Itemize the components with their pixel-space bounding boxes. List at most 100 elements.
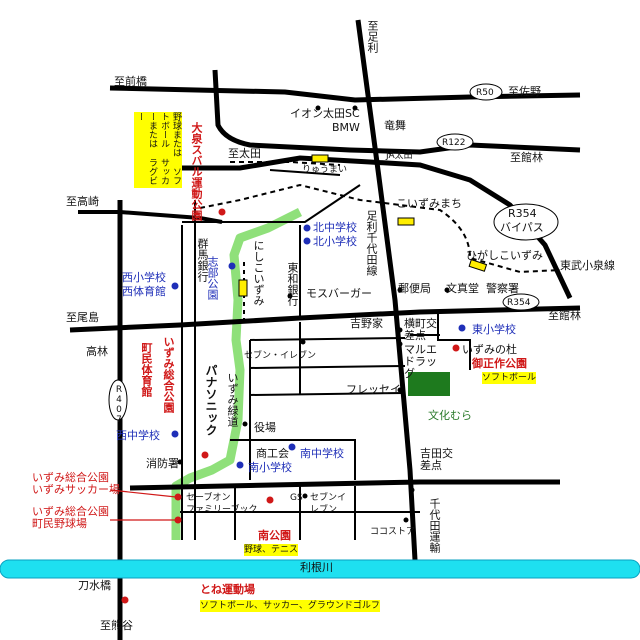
- label-to-maebashi: 至前橋: [114, 75, 147, 88]
- station-higashikoizumi: [468, 259, 488, 272]
- label-to-kumagaya: 至熊谷: [100, 619, 133, 632]
- label-nishikoizumi: にしこいずみ: [252, 240, 265, 306]
- label-koizumimachi: こいずみまち: [396, 197, 462, 210]
- thin-streets: [180, 169, 471, 540]
- label-bunkamura: 文化むら: [428, 409, 472, 422]
- label-r50: R50: [476, 88, 494, 98]
- label-seven-eleven-1: セブン・イレブン: [244, 351, 317, 361]
- label-izumi-ryokudo: いずみ緑道: [226, 372, 239, 427]
- road-north-south: [355, 19, 418, 561]
- label-bmw: BMW: [332, 121, 360, 134]
- green-path: [171, 207, 303, 540]
- r354-bypass-shield: [493, 203, 559, 241]
- label-r407: R407: [114, 385, 124, 425]
- r50-shield: [469, 83, 503, 101]
- label-to-tatebayashi-upper: 至館林: [510, 151, 543, 164]
- label-izumi-sogo-park: いずみ総合公園: [162, 336, 175, 413]
- label-izumi-soccer-1: いずみ総合公園: [32, 471, 109, 484]
- label-tone-sport: ソフトボール、サッカー、グラウンドゴルフ: [200, 600, 380, 612]
- label-yokomachi: 横町交差点: [404, 317, 437, 342]
- label-mos: モスバーガー: [306, 287, 372, 300]
- label-r354-bypass-1: R354: [508, 207, 537, 220]
- label-higashikoizumi: ひがしこいずみ: [466, 249, 543, 262]
- label-to-ota: 至太田: [228, 147, 261, 160]
- label-yakuba: 役場: [254, 421, 276, 434]
- label-ryumai: 竜舞: [384, 119, 406, 132]
- label-to-ojima: 至尾島: [66, 311, 99, 324]
- label-r354: R354: [507, 298, 531, 308]
- label-chomin-gym: 町民体育館: [140, 342, 153, 397]
- park-pointers: [109, 489, 177, 521]
- label-ryumai-station: りゅうまい: [302, 165, 348, 175]
- label-r122: R122: [442, 138, 466, 148]
- label-to-tatebayashi-lower: 至館林: [548, 309, 581, 322]
- label-oizumi-subaru-park: 大泉スバル運動公園: [190, 122, 203, 221]
- label-to-sano: 至佐野: [508, 85, 541, 98]
- label-tobu-line: 東武小泉線: [560, 259, 615, 272]
- label-yoshinoya: 吉野家: [350, 317, 383, 330]
- road-lower: [129, 479, 560, 491]
- label-minami-elementary: 南小学校: [248, 461, 292, 474]
- label-chiyoda-unyu: 千代田運輸: [428, 498, 441, 553]
- park-markers: [121, 208, 460, 604]
- label-gunma-bank: 群馬銀行: [196, 238, 209, 282]
- school-markers: [171, 224, 466, 469]
- label-police: 警察署: [486, 282, 519, 295]
- label-kita-junior-high: 北中学校: [313, 221, 357, 234]
- station-nishikoizumi: [238, 279, 248, 297]
- label-to-ashikaga: 至足利: [366, 20, 379, 53]
- river-tonegawa: [0, 559, 640, 579]
- label-to-takasaki: 至高崎: [66, 195, 99, 208]
- label-fire-station: 消防署: [146, 457, 179, 470]
- r122-shield: [436, 133, 474, 151]
- station-koizumimachi: [397, 217, 415, 226]
- place-markers: [177, 105, 450, 523]
- label-bunkyodo: 文真堂: [446, 282, 479, 295]
- label-minami-park: 南公園: [258, 529, 291, 542]
- label-r354-bypass-2: バイパス: [500, 221, 544, 234]
- label-familybook: ファミリーブック: [186, 505, 258, 515]
- label-minami-junior-high: 南中学校: [300, 447, 344, 460]
- label-takabayashi: 高林: [86, 345, 108, 358]
- label-ja: JA太田: [386, 151, 413, 161]
- label-kita-elementary: 北小学校: [313, 235, 357, 248]
- road-r122: [212, 69, 581, 155]
- label-tonegawa: 利根川: [300, 561, 333, 574]
- label-misaku-park: 御正作公園: [472, 357, 527, 370]
- label-tonebashi: 刀水橋: [78, 579, 111, 592]
- bunkamura-block: [408, 372, 450, 396]
- label-post: 郵便局: [398, 282, 431, 295]
- label-towa-bank: 東和銀行: [286, 262, 299, 306]
- station-ryumai: [311, 154, 329, 163]
- label-shibu-park: 志部公園: [206, 256, 219, 300]
- label-izumi-yakyu-1: いずみ総合公園: [32, 505, 109, 518]
- road-r50: [109, 85, 581, 103]
- label-fressay: フレッセイ: [346, 383, 401, 396]
- label-tone-ground: とね運動場: [200, 583, 255, 596]
- label-seveon: セーブオン: [186, 493, 231, 503]
- label-panasonic: パナソニック: [204, 364, 218, 436]
- label-shokokai: 商工会: [256, 447, 289, 460]
- label-subaru-sports: 野球または ソフトボール サッカーまたは ラグビー: [134, 112, 182, 188]
- label-minami-sport: 野球、テニス: [244, 544, 299, 556]
- label-higashi-elementary: 東小学校: [472, 323, 516, 336]
- label-aeon: イオン太田SC: [290, 107, 360, 120]
- label-izuminomori: いずみの杜: [462, 343, 517, 356]
- label-izumi-soccer-2: いずみサッカー場: [32, 483, 120, 496]
- label-nishi-gym: 西体育館: [122, 285, 166, 298]
- road-takasaki: [78, 210, 223, 224]
- label-gs: GS: [290, 493, 303, 503]
- label-misaku-sport: ソフトボール: [482, 372, 537, 384]
- r407-shield: [108, 379, 128, 421]
- railway-ryumai: [230, 161, 341, 166]
- label-nishi-junior-high: 西中学校: [116, 429, 160, 442]
- label-marue: マルエドラッグ: [404, 343, 437, 380]
- label-seven-eleven-2: セブンイレブン: [310, 493, 347, 515]
- label-ashikaga-chiyoda: 足利千代田線: [365, 210, 378, 276]
- label-yoshida: 吉田交差点: [420, 447, 453, 472]
- label-izumi-yakyu-2: 町民野球場: [32, 517, 87, 530]
- r354-shield: [502, 293, 540, 311]
- label-cocostore: ココストア: [370, 527, 416, 537]
